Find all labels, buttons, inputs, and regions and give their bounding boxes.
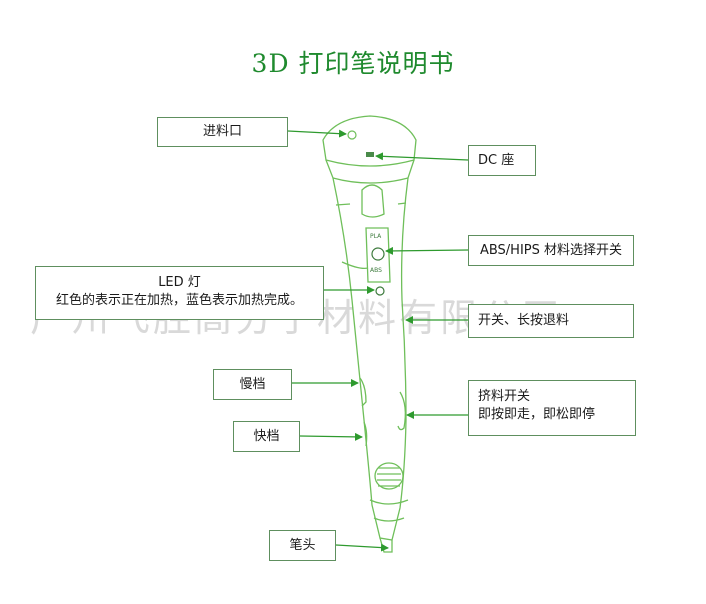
material-slider-icon: [371, 247, 385, 261]
pen-body: [322, 115, 417, 541]
label-power-switch: 开关、长按退料: [468, 304, 634, 338]
label-power-switch-text: 开关、长按退料: [478, 313, 570, 328]
label-fast-gear-text: 快档: [253, 429, 280, 444]
feed-hole-icon: [347, 130, 357, 140]
dc-socket-icon: [366, 152, 374, 157]
abs-mark: ABS: [370, 267, 382, 274]
arrow-feed-port: [287, 129, 347, 138]
label-led-desc: 红色的表示正在加热，蓝色表示加热完成。: [55, 293, 303, 308]
arrow-fast-gear: [299, 432, 363, 441]
label-slow-gear-text: 慢档: [239, 377, 266, 392]
label-extrude-switch: 挤料开关 即按即走，即松即停: [468, 380, 636, 436]
arrow-material-switch: [385, 246, 469, 255]
label-slow-gear: 慢档: [213, 369, 292, 400]
label-pen-tip-text: 笔头: [289, 538, 316, 553]
arrow-pen-tip: [335, 543, 389, 552]
led-icon: [375, 286, 385, 296]
label-led: LED 灯 红色的表示正在加热，蓝色表示加热完成。: [35, 266, 324, 320]
label-pen-tip: 笔头: [269, 530, 336, 561]
label-material-switch-text: ABS/HIPS 材料选择开关: [479, 243, 623, 258]
label-led-title: LED 灯: [158, 275, 201, 290]
page-title: 3D 打印笔说明书: [251, 49, 455, 78]
label-extrude-switch-title: 挤料开关: [478, 389, 531, 404]
label-fast-gear: 快档: [233, 421, 300, 452]
label-feed-port: 进料口: [157, 117, 288, 147]
arrow-dc-socket: [375, 152, 469, 161]
label-dc-socket-text: DC 座: [478, 153, 515, 168]
label-feed-port-text: 进料口: [202, 124, 242, 139]
label-material-switch: ABS/HIPS 材料选择开关: [468, 235, 634, 266]
label-extrude-switch-desc: 即按即走，即松即停: [478, 407, 596, 422]
pla-mark: PLA: [370, 233, 382, 240]
label-dc-socket: DC 座: [468, 145, 536, 176]
